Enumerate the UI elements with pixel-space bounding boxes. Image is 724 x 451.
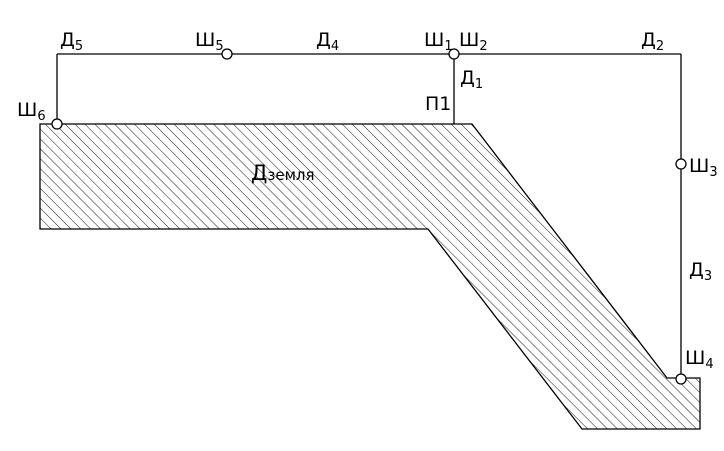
label-sh5: Ш5: [195, 29, 224, 54]
joint-sh4: [675, 373, 687, 385]
label-sh6: Ш6: [17, 99, 46, 124]
label-d5: Д5: [60, 29, 83, 54]
joint-sh6: [51, 118, 63, 130]
label-ground: Дземля: [251, 161, 315, 185]
label-d3: Д3: [689, 259, 712, 284]
joint-sh3: [675, 158, 687, 170]
label-d1: Д1: [460, 67, 483, 92]
label-sh3: Ш3: [689, 155, 718, 180]
label-sh2: Ш2: [459, 29, 488, 54]
joint-sh1-sh2: [448, 48, 460, 60]
ground-body: [39, 123, 701, 430]
label-p1: П1: [425, 93, 451, 115]
label-d2: Д2: [641, 29, 664, 54]
joint-sh5: [221, 48, 233, 60]
label-sh4: Ш4: [685, 347, 714, 372]
label-d4: Д4: [316, 29, 339, 54]
label-sh1: Ш1: [424, 29, 453, 54]
